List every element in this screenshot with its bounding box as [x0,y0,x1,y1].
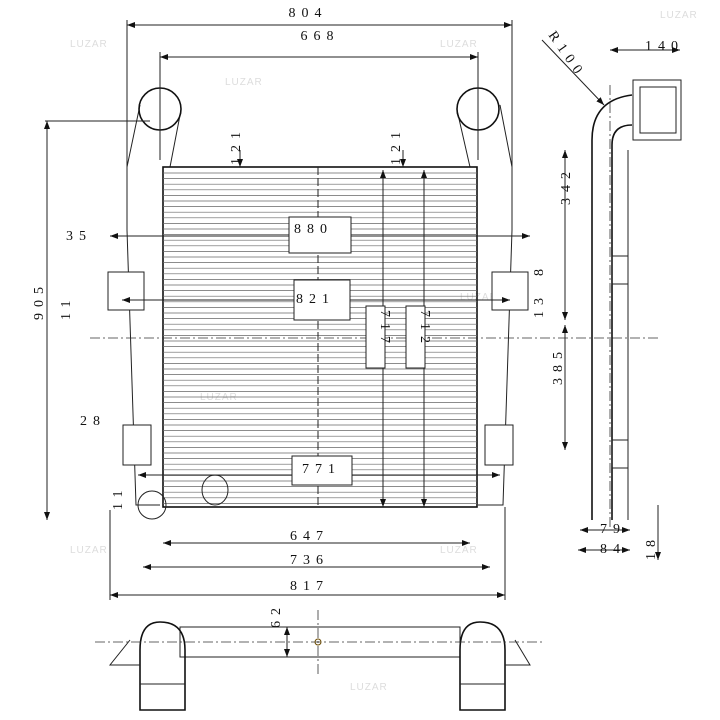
dim-880: 880 [294,222,333,237]
watermark: LUZAR [350,682,388,693]
bracket-upper-right [491,271,529,311]
dim-r100: R100 [545,29,588,82]
front-view [90,87,660,520]
bracket-lower-left [122,424,152,466]
dim-79: 79 [600,522,626,537]
dim-771: 771 [302,462,341,477]
dim-121-left: 121 [229,126,244,165]
watermark: LUZAR [70,39,108,50]
dim-717: 717 [377,310,392,349]
bottom-view [95,610,545,711]
dim-84: 84 [600,542,626,557]
dim-28: 28 [80,414,106,429]
watermark: LUZAR [440,545,478,556]
side-view [541,39,682,560]
watermark: LUZAR [200,392,238,403]
side-pipe [591,94,633,520]
dim-11-lower: 11 [111,485,126,510]
dim-140: 140 [645,39,684,54]
dim-804: 804 [289,6,328,21]
bottom-right-pipe [459,621,506,711]
watermark: LUZAR [225,77,263,88]
dim-736: 736 [290,553,329,568]
dim-62: 62 [269,602,284,628]
watermark: LUZAR [70,545,108,556]
core [162,166,478,508]
dim-35: 35 [66,229,92,244]
left-tank [126,104,182,506]
center-mark [314,638,322,646]
watermark: LUZAR [440,39,478,50]
dim-11-upper: 11 [59,295,74,320]
dim-121-right: 121 [389,126,404,165]
side-pipe-flange [632,79,682,141]
dim-821: 821 [296,292,335,307]
dim-905: 905 [32,281,47,320]
dim-668: 668 [301,29,340,44]
bracket-lower-right [484,424,514,466]
bottom-left-pipe [139,621,186,711]
dim-13: 13 [532,292,547,318]
detail-circle [137,490,167,520]
dim-18: 18 [644,534,659,560]
dim-817: 817 [290,579,329,594]
dim-712: 712 [417,310,432,349]
drain-ellipse [201,474,229,506]
dim-342: 342 [559,166,574,205]
dim-8-upper: 8 [532,263,547,276]
dim-647: 647 [290,529,329,544]
watermark: LUZAR [660,10,698,21]
dim-385: 385 [551,346,566,385]
bracket-upper-left [107,271,145,311]
